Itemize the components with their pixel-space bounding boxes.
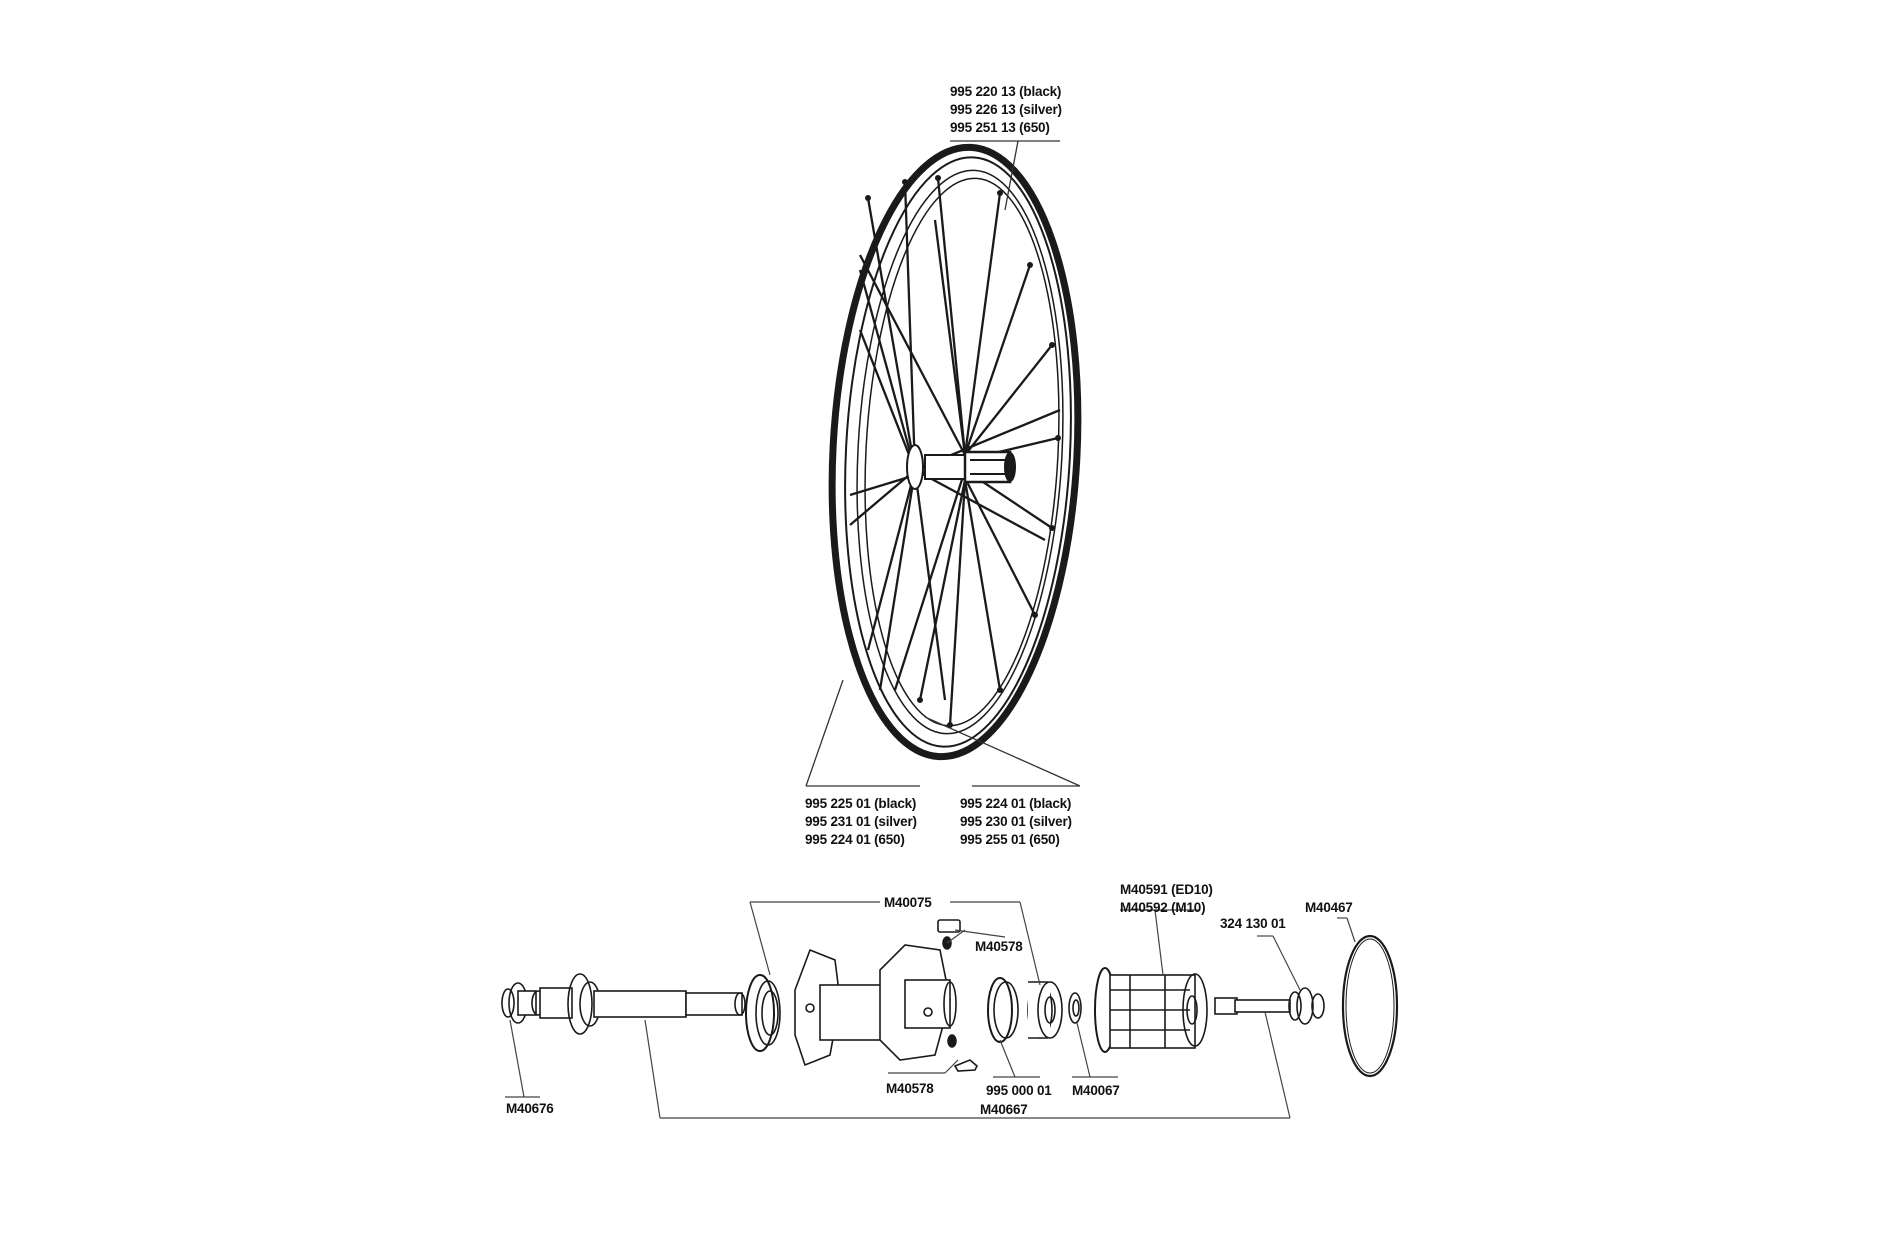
spoke-right-label-650: 995 255 01 (650) [960, 832, 1060, 847]
end-cap-label: M40676 [506, 1101, 554, 1116]
rim-label-650: 995 251 13 (650) [950, 120, 1050, 135]
hub-body-label: M40075 [884, 895, 932, 910]
seal-label: 995 000 01 [986, 1083, 1052, 1098]
axle-left-part [539, 973, 746, 1035]
end-cap-part [501, 982, 545, 1024]
axle-end-label: 324 130 01 [1220, 916, 1286, 931]
pawl-top-label: M40578 [975, 939, 1023, 954]
axle-end-part [1214, 987, 1325, 1025]
freehub-label: M40591 (ED10) M40592 (M10) [1120, 881, 1213, 917]
spoke-right-label-silver: 995 230 01 (silver) [960, 814, 1072, 829]
spoke-left-label-650: 995 224 01 (650) [805, 832, 905, 847]
rim-part-label: 995 220 13 (black) 995 226 13 (silver) 9… [950, 83, 1062, 137]
rim-inner [856, 169, 1064, 735]
pawl-bottom-label: M40578 [886, 1081, 934, 1096]
seal-part [987, 977, 1019, 1043]
bearing-left-part [745, 974, 781, 1052]
washer-label: M40067 [1072, 1083, 1120, 1098]
rim-label-silver: 995 226 13 (silver) [950, 102, 1062, 117]
wheel-leaders [805, 140, 1081, 787]
hub-exploded [501, 919, 1399, 1078]
spoke-left-label-silver: 995 231 01 (silver) [805, 814, 917, 829]
o-ring-label: M40467 [1305, 900, 1353, 915]
washer-part [1068, 992, 1082, 1024]
freehub-part [1094, 967, 1208, 1053]
spoke-right-part-label: 995 224 01 (black) 995 230 01 (silver) 9… [960, 795, 1072, 849]
rim-label-black: 995 220 13 (black) [950, 84, 1062, 99]
freehub-label-ed10: M40591 (ED10) [1120, 882, 1213, 897]
axle-label: M40667 [980, 1102, 1028, 1117]
hub-leaders [505, 901, 1356, 1119]
hub-body-part [794, 944, 957, 1067]
spoke-left-label-black: 995 225 01 (black) [805, 796, 917, 811]
freehub-label-m10: M40592 (M10) [1120, 900, 1206, 915]
bearing-right-part [1027, 981, 1063, 1039]
spoke-right-label-black: 995 224 01 (black) [960, 796, 1072, 811]
wheel-hub [906, 444, 1016, 490]
rear-wheel [828, 143, 1082, 761]
tire [828, 143, 1082, 761]
o-ring-part [1341, 934, 1399, 1078]
spoke-left-part-label: 995 225 01 (black) 995 231 01 (silver) 9… [805, 795, 917, 849]
rim-outer [844, 156, 1072, 748]
